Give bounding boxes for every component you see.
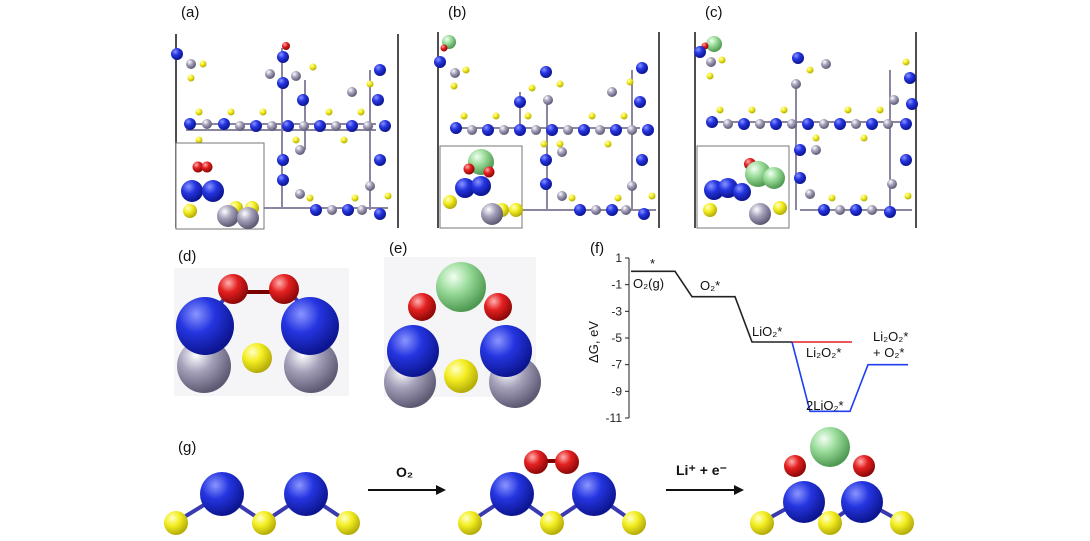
- panel-d: (d): [174, 248, 349, 396]
- annotation-plus-o2-star: + O₂*: [873, 345, 904, 360]
- panel-c-atoms: [694, 36, 918, 218]
- energy-path-2: [791, 341, 908, 413]
- panel-c: (c): [694, 4, 918, 229]
- panel-a-atoms: [171, 42, 392, 220]
- annotation-2lio2-star: 2LiO₂*: [806, 398, 844, 413]
- annotation-li2o2-star-red: Li₂O₂*: [806, 345, 841, 360]
- annotation-lio2-star: LiO₂*: [752, 324, 782, 339]
- panel-b-label: (b): [448, 4, 466, 21]
- panel-c-label: (c): [705, 4, 723, 21]
- panel-e-molecule: [384, 262, 541, 408]
- annotation-o2-star: O₂*: [700, 278, 720, 293]
- panel-g: (g) O₂: [164, 427, 914, 535]
- panel-b-inset: [439, 145, 523, 229]
- panel-g-label: (g): [178, 439, 196, 456]
- arrow-li-label: Li⁺ + e⁻: [676, 462, 727, 478]
- panel-c-inset: [696, 145, 790, 229]
- scheme-state-2: [458, 450, 646, 535]
- arrow-o2: O₂: [368, 464, 446, 495]
- energy-path-0: [631, 270, 792, 343]
- y-axis-label: ΔG, eV: [586, 321, 601, 363]
- energy-chart: 1-1-3-5-7-9-11 ΔG, eV * O₂(g) O₂* LiO₂* …: [586, 251, 908, 425]
- panel-d-label: (d): [178, 248, 196, 265]
- panel-f-label: (f): [590, 240, 604, 257]
- y-tick-label: -9: [611, 384, 622, 398]
- panel-e: (e): [384, 240, 541, 408]
- energy-series: [631, 270, 908, 413]
- annotation-li2o2-star-blue: Li₂O₂*: [873, 329, 908, 344]
- panel-a-label: (a): [181, 4, 199, 21]
- scheme-state-3: [750, 427, 914, 535]
- y-tick-label: -5: [611, 331, 622, 345]
- panel-c-frame: [694, 32, 917, 228]
- y-ticks: 1 -1 -3 -5 -7 -9 -11: [606, 251, 629, 425]
- panel-d-molecule: [176, 274, 339, 393]
- panel-a: (a): [171, 4, 399, 230]
- y-tick-label: -1: [611, 278, 622, 292]
- scheme-state-1: [164, 472, 360, 535]
- y-tick-label: -7: [611, 358, 622, 372]
- panel-b-atoms: [434, 35, 656, 220]
- y-tick-label: -3: [611, 304, 622, 318]
- arrow-o2-label: O₂: [396, 464, 413, 480]
- panel-f: (f) 1 -1 -3 -5 -7 -9 -11 ΔG, eV * O₂(g) O₂* Li…: [586, 240, 908, 425]
- panel-b: (b): [434, 4, 660, 229]
- panel-e-label: (e): [389, 240, 407, 257]
- y-tick-label: 1: [615, 251, 622, 265]
- y-tick-label: -11: [606, 411, 623, 425]
- arrow-li: Li⁺ + e⁻: [666, 462, 744, 495]
- panel-a-inset: [175, 142, 265, 230]
- annotation-o2g: O₂(g): [633, 276, 664, 291]
- annotation-star: *: [650, 256, 655, 271]
